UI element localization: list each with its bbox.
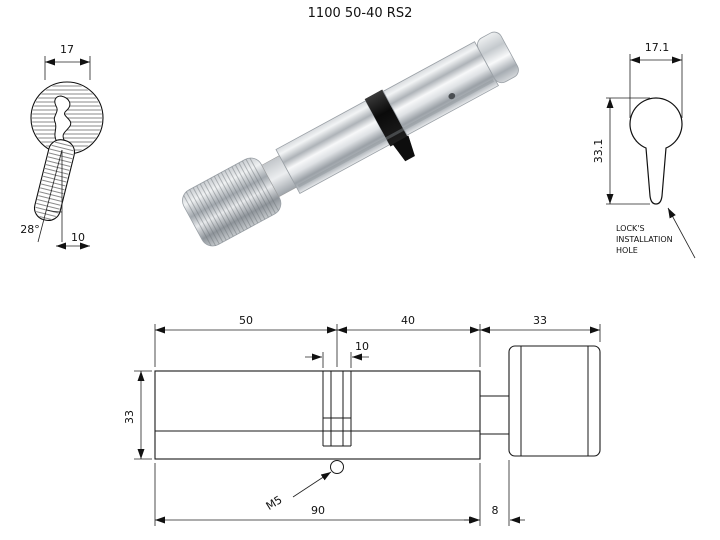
angle-label: 28°	[20, 223, 40, 236]
cam-lobe-render	[392, 135, 415, 162]
dim-17-extension-lines	[44, 56, 91, 80]
hole-label-leader-line	[667, 207, 696, 259]
dim-height-label: 33	[123, 410, 136, 424]
m5-thread-hole	[330, 460, 344, 474]
dim-90-label: 90	[311, 504, 325, 517]
hole-label-line2: INSTALLATION	[616, 235, 673, 244]
thumbturn-front-view: 17 28° 10	[20, 43, 104, 250]
dim-33-label: 33	[533, 314, 547, 327]
fixing-screw-hole	[448, 93, 456, 100]
cylinder-end-cap-render	[477, 31, 519, 84]
dim-17-1-label: 17.1	[645, 41, 670, 54]
cylinder-side-view: 50 40 33 10 33 90 8 M5	[123, 314, 601, 526]
dim-17-label: 17	[60, 43, 74, 56]
dim-height-extension-lines	[134, 370, 152, 460]
knob-knurling	[182, 156, 280, 249]
thumbturn-outline	[508, 345, 601, 457]
installation-hole-view: 17.1 33.1 LOCK'S INSTALLATION HOLE	[592, 41, 696, 259]
cylinder-3d-render	[182, 31, 519, 249]
cam-ring-render	[364, 89, 409, 147]
dim-17-1-extension-lines	[629, 54, 683, 118]
m5-leader-line	[292, 471, 332, 498]
angle-arc	[46, 209, 63, 213]
hole-label-line1: LOCK'S	[616, 224, 645, 233]
dim-cam-label: 10	[355, 340, 369, 353]
body-profile-shadow	[297, 79, 495, 188]
top-dims-extension-lines	[154, 324, 601, 367]
dim-50-label: 50	[239, 314, 253, 327]
dim-10-grip-label: 10	[71, 231, 85, 244]
dim-40-label: 40	[401, 314, 415, 327]
product-title: 1100 50-40 RS2	[308, 6, 413, 21]
angle-grip-axis-line	[37, 149, 63, 243]
hole-label-line3: HOLE	[616, 246, 638, 255]
body-outline	[154, 370, 481, 460]
bottom-dims-extension-lines	[154, 460, 510, 526]
cam-section-lines	[322, 371, 352, 447]
neck-lines	[480, 395, 509, 435]
thumbturn-face-lines	[520, 346, 589, 456]
m5-label: M5	[264, 493, 285, 513]
dim-33-1-label: 33.1	[592, 139, 605, 164]
keyhole-profile-outline	[629, 97, 683, 205]
dim-8-label: 8	[492, 504, 499, 517]
dim-cam-extension-lines	[322, 352, 352, 368]
